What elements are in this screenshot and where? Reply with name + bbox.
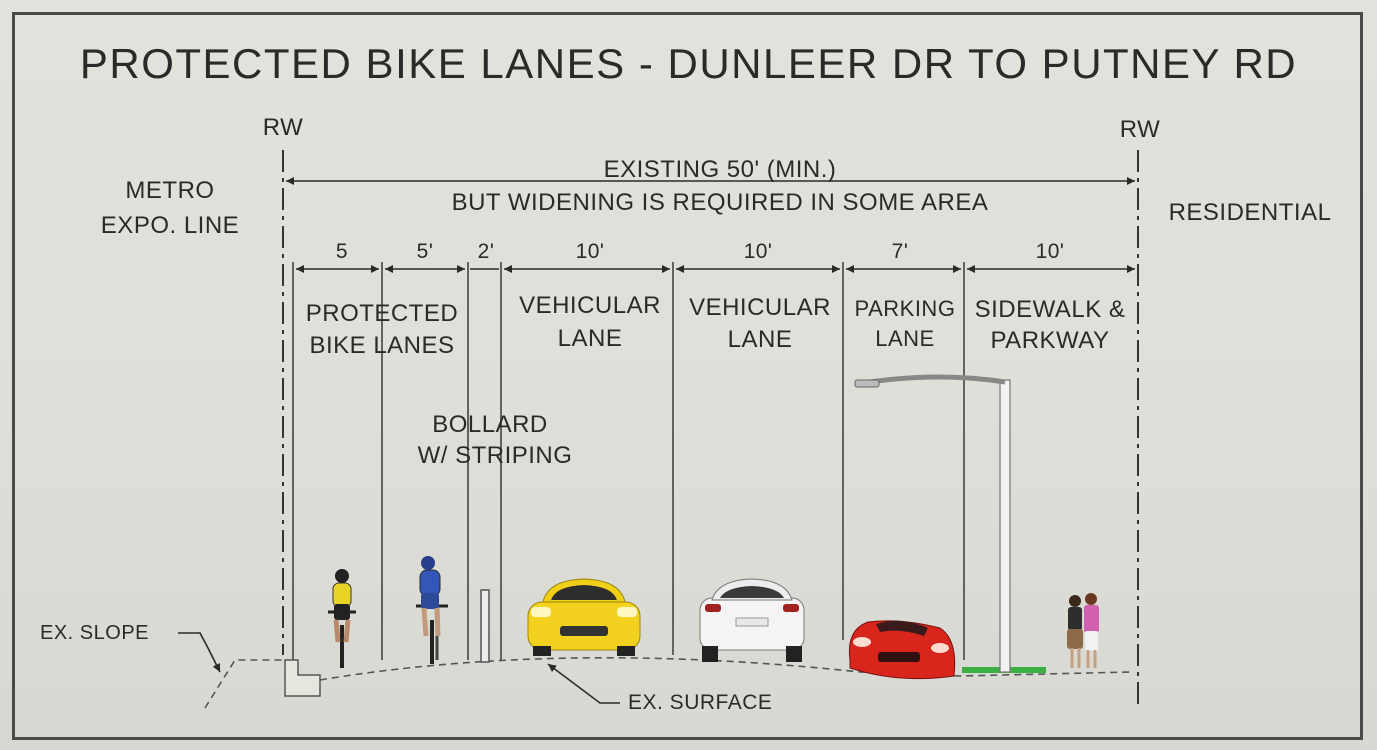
segment-width-vehicular1: 10' [575, 240, 605, 263]
slope-leader [178, 632, 221, 673]
row-widening-note: BUT WIDENING IS REQUIRED IN SOME AREA [451, 189, 989, 216]
pedestrians [1067, 593, 1099, 668]
red-car [848, 620, 956, 680]
metro-label-line2: EXPO. LINE [100, 212, 240, 239]
segment-dividers [292, 262, 965, 660]
ex-slope-label: EX. SLOPE [40, 622, 149, 644]
page-title: PROTECTED BIKE LANES - DUNLEER DR TO PUT… [79, 40, 1298, 87]
bollard-post [480, 589, 490, 663]
bike-lanes-label-line1: PROTECTED [305, 300, 459, 327]
vehicular-lane-1-label-line2: LANE [557, 325, 623, 352]
segment-width-parking: 7' [891, 240, 909, 263]
ex-surface-label: EX. SURFACE [628, 691, 773, 714]
vehicular-lane-2-label-line2: LANE [727, 326, 793, 353]
vehicular-lane-2-label-line1: VEHICULAR [689, 294, 831, 321]
bollard-label-line2: W/ STRIPING [417, 442, 573, 469]
bollard-label-line1: BOLLARD [432, 411, 548, 438]
metro-label-line1: METRO [125, 177, 215, 204]
residential-label: RESIDENTIAL [1168, 199, 1332, 226]
diagram-frame [12, 12, 1363, 740]
curb [284, 659, 321, 697]
bike-lanes-label-line2: BIKE LANES [309, 332, 455, 359]
segment-width-vehicular2: 10' [743, 240, 773, 263]
sidewalk-label-line1: SIDEWALK & [974, 296, 1126, 323]
surface-leader [547, 663, 620, 704]
existing-surface-line [319, 656, 1131, 681]
cyclist-yellow [328, 569, 356, 668]
parking-lane-label-line1: PARKING [854, 296, 956, 321]
sidewalk-label-line2: PARKWAY [990, 327, 1110, 354]
yellow-car [527, 578, 641, 656]
rw-label-right: RW [1119, 116, 1161, 143]
segment-width-bike2: 5' [416, 240, 434, 263]
row-width-label: EXISTING 50' (MIN.) [603, 156, 837, 183]
segment-width-bollard: 2' [477, 240, 495, 263]
rw-label-left: RW [262, 114, 304, 141]
street-light [854, 374, 1011, 673]
segment-width-bike1: 5 [335, 240, 349, 263]
white-car [699, 578, 805, 662]
vehicular-lane-1-label-line1: VEHICULAR [519, 292, 661, 319]
segment-width-sidewalk: 10' [1035, 240, 1065, 263]
cyclist-blue [416, 556, 448, 664]
parking-lane-label-line2: LANE [875, 326, 935, 351]
existing-slope-line [204, 659, 283, 709]
